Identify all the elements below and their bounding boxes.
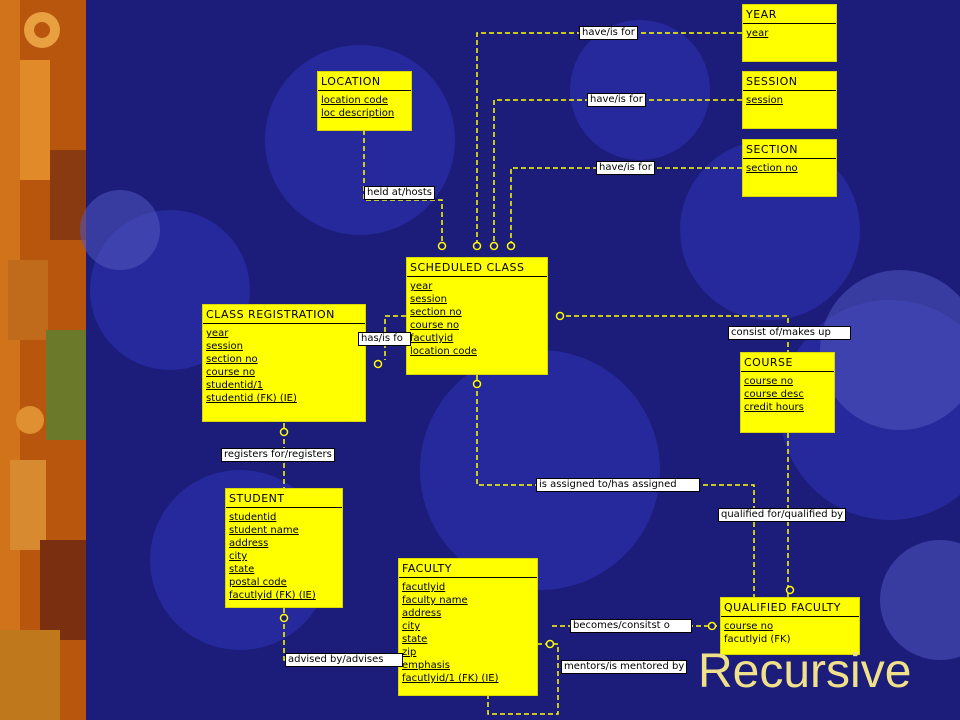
attribute-item: faculty name xyxy=(402,595,468,606)
attribute-item: student name xyxy=(229,525,299,536)
attribute-list: course no course desc credit hours xyxy=(741,375,834,414)
attribute-item: course no xyxy=(206,367,256,378)
attribute-list: facutlyid faculty name address city state zip… xyxy=(399,581,537,685)
entity-title: SESSION xyxy=(746,75,798,88)
left-decorative-strip xyxy=(0,0,86,720)
attribute-item: session xyxy=(206,341,244,352)
attribute-item: year xyxy=(746,28,769,39)
entity-title: LOCATION xyxy=(321,75,381,88)
entity-class-registration[interactable]: CLASS REGISTRATION year session section no… xyxy=(202,304,366,422)
rel-label-section-class: have/is for xyxy=(596,161,655,175)
entity-title: STUDENT xyxy=(229,492,285,505)
slide-caption: Recursive xyxy=(698,645,912,698)
attribute-item: city xyxy=(229,551,248,562)
divider xyxy=(743,90,836,91)
attribute-item: section no xyxy=(206,354,258,365)
attribute-item: credit hours xyxy=(744,402,804,413)
attribute-item: state xyxy=(402,634,428,645)
attribute-list: session xyxy=(743,94,836,107)
entity-title: YEAR xyxy=(746,8,777,21)
attribute-item: postal code xyxy=(229,577,287,588)
attribute-item: studentid xyxy=(229,512,277,523)
rel-label-course-qualified: qualified for/qualified by xyxy=(718,508,847,522)
attribute-item: facutlyid xyxy=(402,582,446,593)
rel-label-year-class: have/is for xyxy=(579,26,638,40)
attribute-list: studentid student name address city state pos… xyxy=(226,511,342,602)
divider xyxy=(407,276,547,277)
attribute-item: section no xyxy=(746,163,798,174)
attribute-item: emphasis xyxy=(402,660,450,671)
attribute-list: location code loc description xyxy=(318,94,411,120)
divider xyxy=(743,158,836,159)
attribute-list: year session section no course no facutlyid l… xyxy=(407,280,547,358)
entity-title: COURSE xyxy=(744,356,793,369)
entity-course[interactable]: COURSE course no course desc credit hours xyxy=(740,352,835,433)
attribute-item: year xyxy=(410,281,433,292)
entity-title: SCHEDULED CLASS xyxy=(410,261,525,274)
attribute-list: year session section no course no studentid/… xyxy=(203,327,365,405)
rel-label-faculty-qualified: becomes/consitst o xyxy=(570,619,692,633)
rel-label-registration-student: registers for/registers xyxy=(221,448,335,462)
attribute-item: course no xyxy=(724,621,774,632)
entity-title: CLASS REGISTRATION xyxy=(206,308,335,321)
divider xyxy=(741,371,834,372)
attribute-item: course desc xyxy=(744,389,804,400)
rel-label-session-class: have/is for xyxy=(587,93,646,107)
connector-ends xyxy=(279,241,795,649)
attribute-item: session xyxy=(410,294,448,305)
divider xyxy=(399,577,537,578)
attribute-item: facutlyid/1 (FK) (IE) xyxy=(402,673,499,684)
attribute-item: loc description xyxy=(321,108,395,119)
entity-faculty[interactable]: FACULTY facutlyid faculty name address city… xyxy=(398,558,538,696)
entity-scheduled-class[interactable]: SCHEDULED CLASS year session section no cou… xyxy=(406,257,548,375)
attribute-item: address xyxy=(402,608,442,619)
attribute-item: studentid (FK) (IE) xyxy=(206,393,297,404)
divider xyxy=(318,90,411,91)
entity-title: QUALIFIED FACULTY xyxy=(724,601,842,614)
entity-title: SECTION xyxy=(746,143,798,156)
entity-year[interactable]: YEAR year xyxy=(742,4,837,62)
attribute-item: facutlyid (FK) xyxy=(724,634,791,645)
attribute-item: city xyxy=(402,621,421,632)
attribute-item: studentid/1 xyxy=(206,380,264,391)
attribute-item: year xyxy=(206,328,229,339)
divider xyxy=(743,23,836,24)
rel-label-faculty-faculty: mentors/is mentored by xyxy=(561,660,688,674)
divider xyxy=(203,323,365,324)
attribute-item: facutlyid (FK) (IE) xyxy=(229,590,316,601)
attribute-list: course no facutlyid (FK) xyxy=(721,620,859,646)
attribute-list: section no xyxy=(743,162,836,175)
attribute-item: zip xyxy=(402,647,417,658)
rel-label-course-class: consist of/makes up xyxy=(728,326,851,340)
attribute-item: state xyxy=(229,564,255,575)
divider xyxy=(721,616,859,617)
attribute-item: course no xyxy=(744,376,794,387)
entity-location[interactable]: LOCATION location code loc description xyxy=(317,71,412,131)
attribute-item: location code xyxy=(410,346,477,357)
attribute-item: section no xyxy=(410,307,462,318)
attribute-list: year xyxy=(743,27,836,40)
entity-section[interactable]: SECTION section no xyxy=(742,139,837,197)
entity-student[interactable]: STUDENT studentid student name address city… xyxy=(225,488,343,608)
gear-watermarks-light xyxy=(80,190,960,660)
rel-label-class-registration: has/is fo xyxy=(358,332,411,346)
entity-qualified-faculty[interactable]: QUALIFIED FACULTY course no facutlyid (FK… xyxy=(720,597,860,655)
attribute-item: address xyxy=(229,538,269,549)
divider xyxy=(226,507,342,508)
rel-label-faculty-class: is assigned to/has assigned xyxy=(536,478,700,492)
attribute-item: course no xyxy=(410,320,460,331)
attribute-item: facutlyid xyxy=(410,333,454,344)
rel-label-student-faculty: advised by/advises xyxy=(285,653,403,667)
entity-session[interactable]: SESSION session xyxy=(742,71,837,129)
attribute-item: location code xyxy=(321,95,388,106)
entity-title: FACULTY xyxy=(402,562,452,575)
attribute-item: session xyxy=(746,95,784,106)
rel-label-location-class: held at/hosts xyxy=(364,186,436,200)
